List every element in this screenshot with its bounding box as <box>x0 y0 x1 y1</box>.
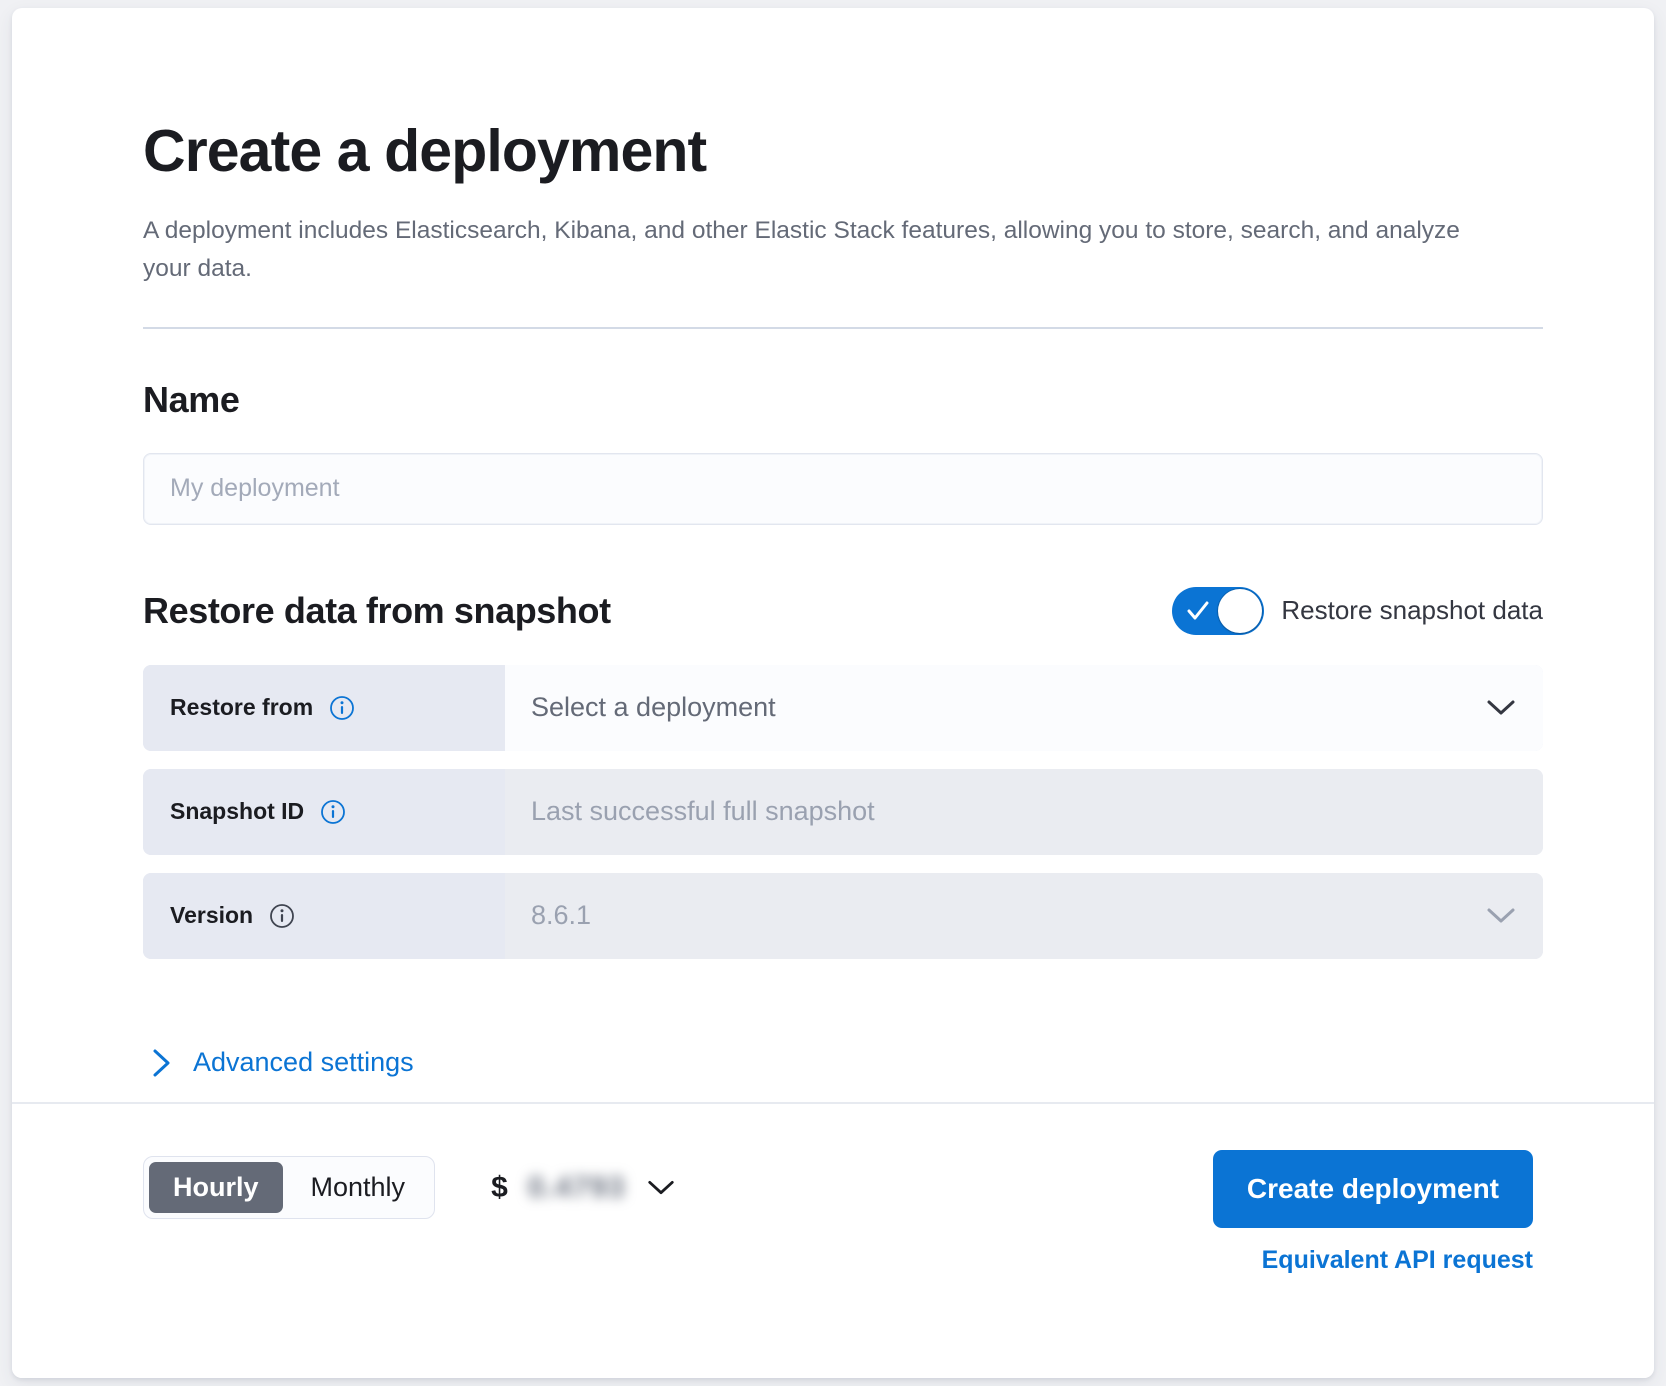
price-currency: $ <box>491 1170 508 1204</box>
restore-from-label: Restore from <box>170 694 314 721</box>
snapshot-id-value: Last successful full snapshot <box>531 796 875 827</box>
version-row: Version 8.6.1 <box>143 872 1543 959</box>
content-container: Create a deployment A deployment include… <box>133 118 1543 1084</box>
page-description: A deployment includes Elasticsearch, Kib… <box>143 216 1460 282</box>
restore-snapshot-toggle[interactable] <box>1172 586 1265 635</box>
footer-right: Create deployment Equivalent API request <box>1212 1150 1533 1275</box>
chevron-down-icon[interactable] <box>1485 906 1517 926</box>
name-section-heading: Name <box>143 378 240 420</box>
snapshot-section-header: Restore data from snapshot Restore snaps… <box>143 586 1543 635</box>
snapshot-id-input[interactable]: Last successful full snapshot <box>505 768 1543 855</box>
create-deployment-button[interactable]: Create deployment <box>1212 1150 1533 1228</box>
info-circle-icon[interactable] <box>320 799 346 825</box>
footer-left: Hourly Monthly $ 0.4793 <box>143 1150 676 1219</box>
card-body: Create a deployment A deployment include… <box>12 8 1654 1102</box>
billing-option-monthly[interactable]: Monthly <box>310 1172 406 1202</box>
restore-from-value: Select a deployment <box>531 692 776 723</box>
restore-from-select[interactable]: Select a deployment <box>505 664 1543 751</box>
advanced-settings-label: Advanced settings <box>193 1047 414 1078</box>
snapshot-id-label: Snapshot ID <box>170 798 305 825</box>
chevron-down-icon[interactable] <box>646 1178 676 1198</box>
footer-inner: Hourly Monthly $ 0.4793 Create deploymen… <box>133 1150 1533 1275</box>
restore-snapshot-toggle-group[interactable]: Restore snapshot data <box>1172 586 1543 635</box>
price-amount: 0.4793 <box>527 1170 626 1204</box>
snapshot-section-heading: Restore data from snapshot <box>143 589 611 631</box>
check-icon <box>1187 601 1209 620</box>
deployment-name-placeholder: My deployment <box>170 474 340 503</box>
name-section: Name My deployment <box>143 378 1543 525</box>
restore-from-label-group: Restore from <box>143 664 505 751</box>
billing-period-toggle[interactable]: Hourly Monthly <box>143 1156 436 1219</box>
price-display[interactable]: $ 0.4793 <box>491 1171 675 1205</box>
equivalent-api-request-link[interactable]: Equivalent API request <box>1261 1246 1533 1274</box>
billing-option-hourly[interactable]: Hourly <box>149 1162 283 1213</box>
create-deployment-card: Create a deployment A deployment include… <box>12 8 1654 1378</box>
chevron-down-icon[interactable] <box>1485 698 1517 718</box>
version-label: Version <box>170 902 254 929</box>
header-divider <box>143 326 1543 329</box>
deployment-name-input[interactable]: My deployment <box>143 452 1543 525</box>
snapshot-id-label-group: Snapshot ID <box>143 768 505 855</box>
version-select[interactable]: 8.6.1 <box>505 872 1543 959</box>
version-value: 8.6.1 <box>531 900 592 931</box>
footer-bar: Hourly Monthly $ 0.4793 Create deploymen… <box>12 1102 1654 1378</box>
advanced-settings-link[interactable]: Advanced settings <box>143 1047 414 1079</box>
toggle-knob <box>1218 588 1263 633</box>
snapshot-form-rows: Restore from Select a deployment <box>143 664 1543 959</box>
chevron-right-icon <box>153 1049 170 1077</box>
info-circle-icon[interactable] <box>329 695 355 721</box>
restore-from-row: Restore from Select a deployment <box>143 664 1543 751</box>
version-label-group: Version <box>143 872 505 959</box>
info-circle-icon[interactable] <box>269 903 295 929</box>
page-title: Create a deployment <box>143 118 707 184</box>
snapshot-id-row: Snapshot ID Last successful full snapsh <box>143 768 1543 855</box>
restore-snapshot-toggle-label: Restore snapshot data <box>1281 595 1543 626</box>
